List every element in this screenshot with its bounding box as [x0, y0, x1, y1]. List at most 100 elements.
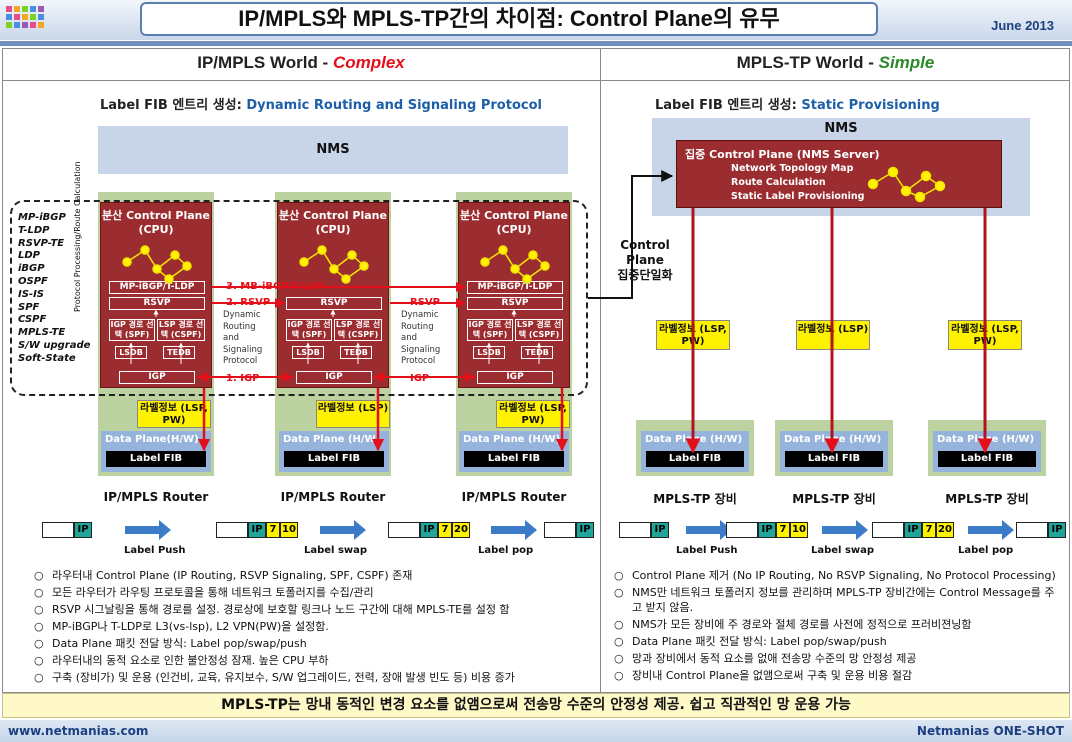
packet-arrows — [125, 520, 1014, 540]
central-topology-icon — [867, 166, 946, 203]
label-fib: Label FIB — [284, 451, 384, 467]
protocol-item: SPF — [18, 301, 40, 313]
protocol-item: OSPF — [18, 275, 48, 287]
right-nms-label: NMS — [824, 121, 858, 136]
label-fib: Label FIB — [938, 451, 1036, 467]
topology-icon-3 — [480, 245, 550, 284]
protocol-item: LDP — [18, 250, 41, 262]
central-cp-line-2: Route Calculation — [731, 177, 826, 188]
router-2-control-plane: 분산 Control Plane (CPU) RSVP IGP 경로 선택 (S… — [277, 202, 389, 388]
op-push: Label Push — [124, 545, 186, 556]
topology-icon-1 — [122, 245, 192, 284]
router-2-name: IP/MPLS Router — [280, 490, 386, 504]
label-fib: Label FIB — [785, 451, 883, 467]
cp-title: 분산 Control Plane — [460, 209, 568, 222]
tp-device-3-name: MPLS-TP 장비 — [945, 492, 1029, 506]
protocol-item: Soft-State — [18, 352, 76, 364]
date-label: June 2013 — [991, 18, 1054, 33]
cp-title: 분산 Control Plane — [102, 209, 210, 222]
left-bullet: ○라우터내 Control Plane (IP Routing, RSVP Si… — [34, 569, 413, 582]
page-title: IP/MPLS와 MPLS-TP간의 차이점: Control Plane의 유… — [140, 2, 878, 36]
cp-subtitle: (CPU) — [315, 223, 351, 236]
op-swap: Label swap — [304, 545, 368, 556]
router-3-data-plane: Data Plane (H/W) Label FIB — [459, 431, 569, 472]
left-subtitle: Label FIB 엔트리 생성: Dynamic Routing and Si… — [100, 98, 542, 113]
lsp-route-cell: LSP 경로 선택 (CSPF) — [515, 319, 563, 341]
label-fib: Label FIB — [464, 451, 564, 467]
central-cp-line-3: Static Label Provisioning — [731, 191, 865, 202]
main-frame — [2, 48, 1070, 693]
section-divider — [2, 80, 1070, 81]
right-bullet: ○장비내 Control Plane을 없앰으로써 구축 및 운용 비용 절감 — [614, 669, 913, 682]
cp-title: 분산 Control Plane — [279, 209, 387, 222]
right-bullet: ○망과 장비에서 동적 요소를 없애 전송망 수준의 망 안정성 제공 — [614, 652, 917, 665]
cp-subtitle: (CPU) — [496, 223, 532, 236]
logo-dots-icon — [6, 6, 50, 34]
right-bullet: ○NMS만 네트워크 토폴러지 정보를 관리하며 MPLS-TP 장비간에는 C… — [614, 586, 1055, 614]
left-section-title: IP/MPLS World - Complex — [197, 53, 405, 72]
protocol-item: MP-iBGP — [18, 212, 66, 223]
left-bullet: ○구축 (장비가) 및 운용 (인건비, 교육, 유지보수, S/W 업그레이드… — [34, 671, 515, 684]
protocol-item: T-LDP — [18, 224, 50, 236]
label-fib: Label FIB — [646, 451, 744, 467]
lsp-route-cell: LSP 경로 선택 (CSPF) — [334, 319, 382, 341]
igp-bar: IGP — [477, 371, 553, 384]
tp-op-swap: Label swap — [811, 545, 875, 556]
tp-device-2-name: MPLS-TP 장비 — [792, 492, 876, 506]
left-bullet: ○MP-iBGP나 T-LDP로 L3(vs-lsp), L2 VPN(PW)을… — [34, 620, 329, 633]
central-cp-line-1: Network Topology Map — [731, 163, 854, 174]
router-3-name: IP/MPLS Router — [461, 490, 567, 504]
router-1-control-plane: 분산 Control Plane (CPU) MP-iBGP/T-LDP RSV… — [100, 202, 212, 388]
sig-igp-label: 1. IGP — [226, 373, 260, 384]
protocol-item: S/W upgrade — [18, 339, 91, 351]
right-section-title: MPLS-TP World - Simple — [736, 53, 935, 72]
central-cp-title: 집중 Control Plane (NMS Server) — [685, 148, 880, 161]
data-plane-label: Data Plane(H/W) — [105, 434, 199, 445]
protocol-region — [10, 200, 588, 396]
router-1-data-plane: Data Plane(H/W) Label FIB — [101, 431, 211, 472]
protocol-item: RSVP-TE — [18, 237, 65, 249]
left-bullet: ○RSVP 시그날링을 통해 경로를 설정. 경로상에 보호할 링크나 노드 구… — [34, 603, 510, 616]
label-fib: Label FIB — [106, 451, 206, 467]
footer-brand: Netmanias ONE-SHOT — [916, 724, 1064, 738]
left-bullet: ○라우터내의 동적 요소로 인한 불안정성 잠재. 높은 CPU 부하 — [34, 654, 329, 667]
right-bullet: ○Control Plane 제거 (No IP Routing, No RSV… — [614, 569, 1056, 582]
protocol-item: CSPF — [18, 314, 47, 326]
igp-bar: IGP — [296, 371, 372, 384]
tp-op-pop: Label pop — [958, 545, 1014, 556]
summary-bar: MPLS-TP는 망내 동적인 변경 요소를 없앰으로써 전송망 수준의 안정성… — [2, 693, 1070, 718]
right-subtitle: Label FIB 엔트리 생성: Static Provisioning — [655, 98, 940, 113]
left-nms-box: NMS — [98, 126, 568, 174]
header-bar: IP/MPLS와 MPLS-TP간의 차이점: Control Plane의 유… — [0, 0, 1072, 40]
footer: www.netmanias.com Netmanias ONE-SHOT — [0, 720, 1072, 742]
mp-ibgp-bar: MP-iBGP/T-LDP — [109, 281, 205, 294]
tp-device-1-name: MPLS-TP 장비 — [653, 492, 737, 506]
igp-route-cell: IGP 경로 선택 (SPF) — [286, 319, 332, 341]
right-bullet: ○NMS가 모든 장비에 주 경로와 절체 경로를 사전에 정적으로 프러비젼닝… — [614, 618, 972, 631]
left-bullet: ○모든 라우터가 라우팅 프로토콜을 통해 네트워크 토폴러지를 수집/관리 — [34, 586, 374, 599]
lsp-route-cell: LSP 경로 선택 (CSPF) — [157, 319, 205, 341]
right-bullet: ○Data Plane 패킷 전달 방식: Label pop/swap/pus… — [614, 635, 887, 648]
cp-subtitle: (CPU) — [138, 223, 174, 236]
sig-igp2-label: IGP — [410, 373, 430, 384]
router-1-name: IP/MPLS Router — [103, 490, 209, 504]
label-info-1: 라벨정보 (LSP, PW) — [137, 400, 211, 428]
centralize-arrow — [588, 170, 674, 299]
igp-route-cell: IGP 경로 선택 (SPF) — [467, 319, 513, 341]
central-control-plane: 집중 Control Plane (NMS Server) Network To… — [676, 140, 1002, 208]
protocol-item: MPLS-TE — [18, 327, 66, 339]
protocol-item: iBGP — [18, 263, 45, 275]
igp-bar: IGP — [119, 371, 195, 384]
left-bullet: ○Data Plane 패킷 전달 방식: Label pop/swap/pus… — [34, 637, 307, 650]
column-divider — [600, 48, 601, 693]
topology-icon-2 — [299, 245, 369, 284]
footer-site-link[interactable]: www.netmanias.com — [8, 724, 149, 738]
op-pop: Label pop — [478, 545, 534, 556]
header-divider — [0, 41, 1072, 46]
router-2-data-plane: Data Plane (H/W) Label FIB — [279, 431, 389, 472]
label-info-3: 라벨정보 (LSP, PW) — [496, 400, 570, 428]
protocol-item: IS-IS — [18, 288, 44, 300]
mp-ibgp-bar: MP-iBGP/T-LDP — [467, 281, 563, 294]
